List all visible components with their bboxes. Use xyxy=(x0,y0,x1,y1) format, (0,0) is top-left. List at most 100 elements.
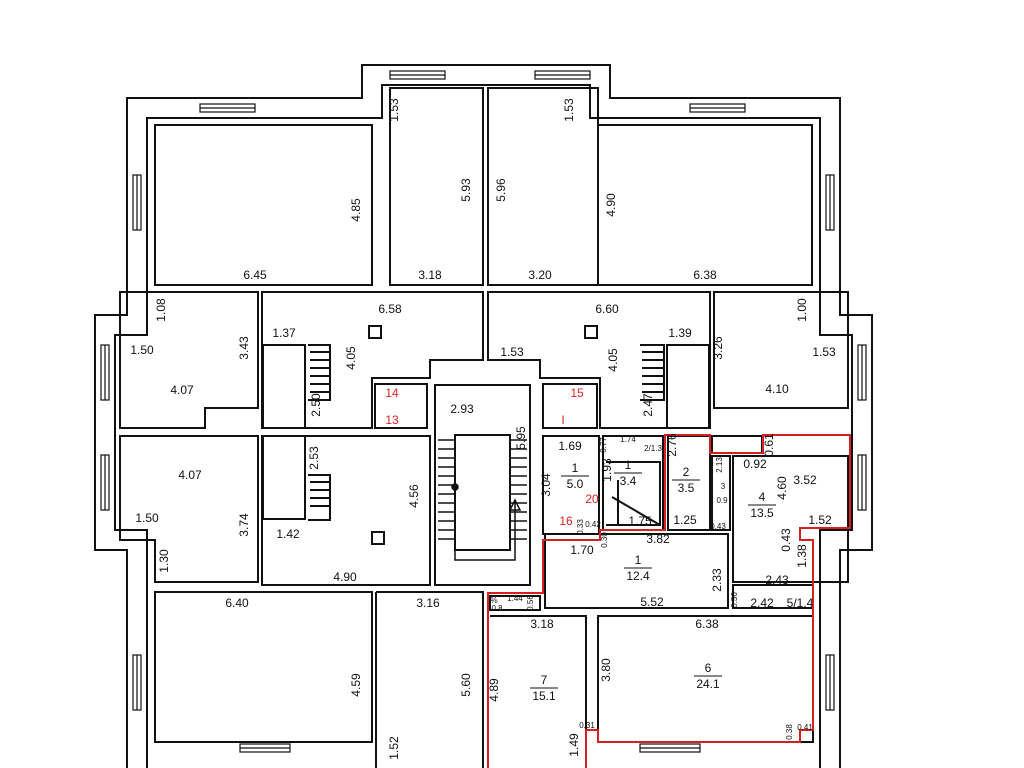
dimension-label: 1.53 xyxy=(387,98,401,122)
dimension-label: 1.39 xyxy=(668,326,692,340)
dimension-label: 1.69 xyxy=(558,439,582,453)
room-number: 6 xyxy=(705,661,712,675)
dimension-label: 3 xyxy=(721,482,726,491)
dimension-label: 1.25 xyxy=(673,513,697,527)
dimension-label: 2.93 xyxy=(450,402,474,416)
room-area: 3.4 xyxy=(620,474,637,488)
dimension-label: 6.60 xyxy=(595,302,619,316)
room-number: 2 xyxy=(683,465,690,479)
dimension-label: 0.43 xyxy=(779,528,793,552)
dimension-label: 2.43 xyxy=(765,573,789,587)
dimension-label: 6.38 xyxy=(695,617,719,631)
dimension-label: 1.53 xyxy=(562,98,576,122)
room-number: 7 xyxy=(541,673,548,687)
dimension-label: 1.50 xyxy=(135,511,159,525)
room-mark: 13 xyxy=(385,413,399,427)
dimension-label: 4.05 xyxy=(344,346,358,370)
room-number: 1 xyxy=(625,458,632,472)
dimension-label: 1.08 xyxy=(154,298,168,322)
dimension-label: 2/1.3 xyxy=(644,444,662,453)
dimension-label: 6.38 xyxy=(693,268,717,282)
dimension-label: 0.61 xyxy=(762,433,776,457)
room-number: 1 xyxy=(572,461,579,475)
central-stair xyxy=(438,439,527,540)
dimension-label: 1.53 xyxy=(812,345,836,359)
dimension-label: 4.59 xyxy=(349,673,363,697)
dimension-label: 1.42 xyxy=(276,527,300,541)
dimension-label: 2.42 xyxy=(750,596,774,610)
dimension-label: 0.42 xyxy=(585,520,601,529)
dimension-label: 1.49 xyxy=(567,733,581,757)
dimension-label: 1.44 xyxy=(507,594,523,603)
room-area: 3.5 xyxy=(678,481,695,495)
dimension-label: 4.07 xyxy=(178,468,202,482)
dimension-label: 3.04 xyxy=(539,473,553,497)
room-area-fraction: 15.0 xyxy=(561,461,589,491)
dimension-label: 1.53 xyxy=(500,345,524,359)
dimension-label: 6.58 xyxy=(378,302,402,316)
dimension-label: 0.92 xyxy=(743,457,767,471)
dimension-label: 3.26 xyxy=(711,336,725,360)
dimension-label: 0.41 xyxy=(797,723,813,732)
dimension-label: 4.10 xyxy=(765,382,789,396)
dimension-label: 3.18 xyxy=(418,268,442,282)
windows xyxy=(100,70,867,753)
dimension-label: 1.74 xyxy=(620,435,636,444)
dimension-label: 2.47 xyxy=(641,393,655,417)
dimension-label: 3.80 xyxy=(599,658,613,682)
room-area-fraction: 624.1 xyxy=(694,661,722,691)
dimension-label: 3.82 xyxy=(646,532,670,546)
dimension-label: 0.56 xyxy=(730,592,739,608)
dimension-label: 5.60 xyxy=(459,673,473,697)
room-mark: 16 xyxy=(559,514,573,528)
outer-walls xyxy=(94,64,873,768)
dimension-label: 6.40 xyxy=(225,596,249,610)
dimension-label: 4.56 xyxy=(407,484,421,508)
room-marks: 14 13 15I 20 16 xyxy=(385,386,599,528)
room-area: 24.1 xyxy=(696,677,720,691)
room-number: 1 xyxy=(635,553,642,567)
dimension-label: 3.20 xyxy=(528,268,552,282)
dimension-label: 1.70 xyxy=(570,543,594,557)
dimension-label: 3.43 xyxy=(237,336,251,360)
dimension-label: 5.95 xyxy=(514,426,528,450)
room-mark: 14 xyxy=(385,386,399,400)
room-mark: 20 xyxy=(585,492,599,506)
room-area-fraction: 112.4 xyxy=(624,553,652,583)
dimension-label: 5.93 xyxy=(459,178,473,202)
dimension-label: 1.93 xyxy=(600,458,614,482)
dimension-label: 2.76 xyxy=(665,433,679,457)
room-area: 13.5 xyxy=(750,506,774,520)
room-mark: 15 xyxy=(570,386,584,400)
interior-walls xyxy=(119,87,849,768)
dimension-label: 1.37 xyxy=(272,326,296,340)
room-number: 4 xyxy=(759,490,766,504)
dimension-label: 0.9 xyxy=(716,496,728,505)
dimension-label: 0.38 xyxy=(785,724,794,740)
dimension-label: 5.96 xyxy=(494,178,508,202)
dimension-label: 4.89 xyxy=(487,678,501,702)
dimension-label: 3.18 xyxy=(530,617,554,631)
dimension-label: 1.50 xyxy=(130,343,154,357)
dimension-label: % xyxy=(490,596,497,605)
room-area: 15.1 xyxy=(532,689,556,703)
dimension-label: 0.30 xyxy=(600,532,609,548)
stair-arrow xyxy=(451,483,522,561)
dimension-label: 4.60 xyxy=(775,476,789,500)
dimension-label: 2.50 xyxy=(309,393,323,417)
dimension-label: 6.45 xyxy=(243,268,267,282)
dimension-label: 5.52 xyxy=(640,595,664,609)
unit-highlight-outline xyxy=(487,434,851,768)
room-area: 12.4 xyxy=(626,569,650,583)
dimension-label: 2.13 xyxy=(715,457,724,473)
dimension-label: 4.07 xyxy=(170,383,194,397)
room-mark: I xyxy=(561,413,564,427)
dimension-label: 4.85 xyxy=(349,198,363,222)
dimension-labels: 4.856.451.535.933.185.961.533.204.906.38… xyxy=(130,98,836,760)
dimension-label: 3.16 xyxy=(416,596,440,610)
dimension-label: 2.53 xyxy=(307,446,321,470)
dimension-label: 0.77 xyxy=(599,437,608,453)
dimension-label: 3.52 xyxy=(793,473,817,487)
